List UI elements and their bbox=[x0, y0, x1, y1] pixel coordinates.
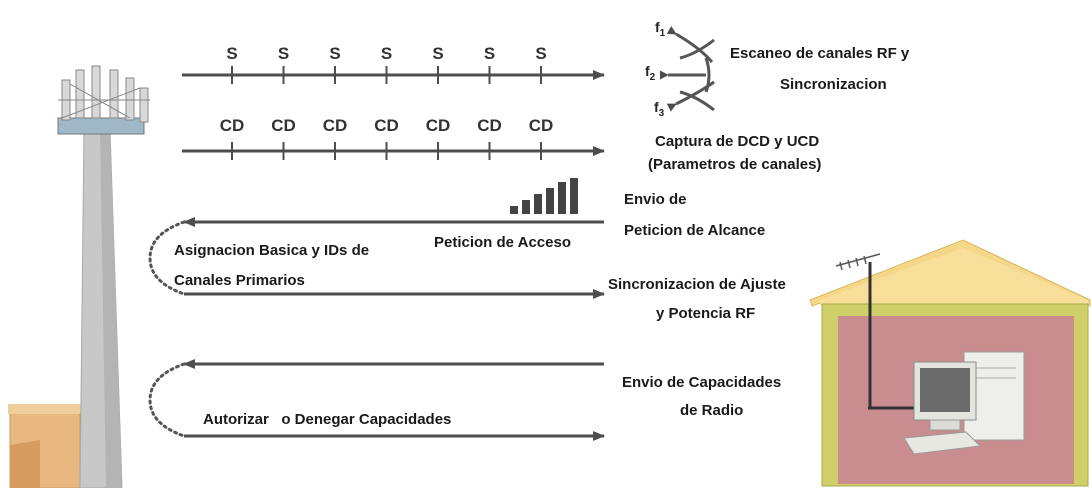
capture-label-line2: (Parametros de canales) bbox=[648, 156, 822, 173]
sync-label-line2: y Potencia RF bbox=[656, 305, 756, 322]
capture-label-line1: Captura de DCD y UCD bbox=[655, 133, 820, 150]
access-request-label: Peticion de Acceso bbox=[434, 234, 571, 251]
subscriber-house bbox=[809, 239, 1091, 487]
roof-antenna bbox=[835, 253, 881, 271]
tick-label: S bbox=[432, 44, 444, 63]
tick-label: CD bbox=[477, 116, 502, 135]
house-roof-fill bbox=[820, 248, 1088, 305]
tick-label: S bbox=[535, 44, 547, 63]
tick-label: CD bbox=[425, 116, 451, 135]
ranging-label-line1: Envio de bbox=[624, 191, 687, 208]
sync-label-line1: Sincronizacion de Ajuste bbox=[608, 276, 786, 293]
shelter-roof bbox=[8, 404, 84, 414]
freq-label-f3: f3 bbox=[654, 99, 665, 119]
tick-label: CD bbox=[528, 116, 554, 135]
tick-label: S bbox=[329, 44, 341, 63]
tick-label: S bbox=[226, 44, 238, 63]
freq-label-f2: f2 bbox=[645, 63, 656, 83]
tower-pole-shade bbox=[100, 130, 122, 488]
computer bbox=[903, 351, 1025, 455]
capabilities-label-line2: de Radio bbox=[680, 402, 744, 419]
tick-label: S bbox=[380, 44, 393, 63]
tick-label: CD bbox=[374, 116, 399, 135]
assignment-label-line1: Asignacion Basica y IDs de bbox=[174, 242, 370, 259]
monitor-screen bbox=[920, 368, 970, 412]
signal-strength-icon bbox=[510, 178, 578, 214]
frequency-scan-icon bbox=[659, 26, 715, 112]
antenna-platform bbox=[57, 117, 145, 135]
assignment-label-line2: Canales Primarios bbox=[174, 272, 305, 289]
shelter-shade bbox=[10, 440, 40, 488]
antenna-array bbox=[58, 65, 150, 123]
ranging-label-line2: Peticion de Alcance bbox=[624, 222, 766, 239]
tick-label: CD bbox=[219, 116, 245, 135]
tick-label: CD bbox=[271, 116, 296, 135]
tick-label: CD bbox=[322, 116, 348, 135]
scan-label-line1: Escaneo de canales RF y bbox=[730, 45, 910, 62]
capabilities-label-line1: Envio de Capacidades bbox=[622, 374, 782, 391]
cd-timeline bbox=[182, 142, 605, 160]
ranging-loop-dots bbox=[148, 220, 186, 296]
authorize-label: Autorizar o Denegar Capacidades bbox=[203, 411, 452, 428]
keyboard bbox=[903, 431, 982, 455]
scan-label-line2: Sincronizacion bbox=[780, 76, 887, 93]
capabilities-loop-dots bbox=[148, 362, 186, 438]
tick-label: S bbox=[277, 44, 290, 63]
tick-label: S bbox=[483, 44, 496, 63]
scan-timeline bbox=[182, 66, 605, 84]
freq-label-f1: f1 bbox=[655, 19, 666, 39]
base-station-tower bbox=[8, 65, 150, 488]
